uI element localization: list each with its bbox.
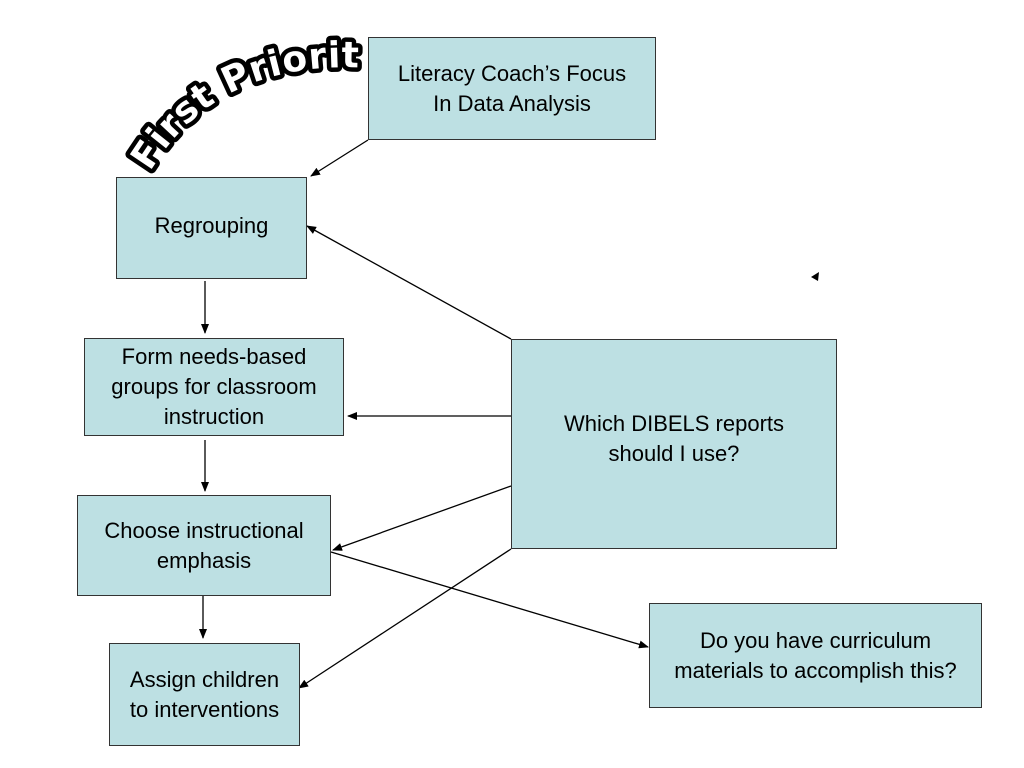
assign-children-box: Assign children to interventions [109, 643, 300, 746]
arrow-which-to-regrouping [306, 225, 512, 340]
arrow-focus-to-regrouping [310, 139, 369, 177]
curriculum-box: Do you have curriculum materials to acco… [649, 603, 982, 708]
assign-children-label: Assign children to interventions [129, 666, 280, 722]
form-groups-box: Form needs-based groups for classroom in… [84, 338, 344, 436]
first-priority-wordart: First Priority [0, 0, 360, 177]
form-groups-label: Form needs-based groups for classroom in… [111, 344, 317, 429]
which-reports-label: Which DIBELS reports should I use? [563, 411, 785, 466]
regrouping-box: Regrouping [116, 177, 307, 279]
curriculum-label: Do you have curriculum materials to acco… [674, 627, 957, 683]
choose-emphasis-label: Choose instructional emphasis [104, 517, 304, 573]
literacy-coach-focus-box: Literacy Coach’s Focus In Data Analysis [368, 37, 656, 140]
literacy-coach-focus-label: Literacy Coach’s Focus In Data Analysis [397, 60, 627, 116]
stray-arrowhead [811, 272, 819, 281]
arrow-which-to-assign [298, 548, 512, 689]
regrouping-label: Regrouping [154, 213, 269, 238]
arrow-which-to-choose [332, 485, 512, 551]
choose-emphasis-box: Choose instructional emphasis [77, 495, 331, 596]
first-priority-text: First Priority [0, 0, 364, 181]
arrow-choose-to-curriculum [330, 551, 649, 649]
which-reports-box: Which DIBELS reports should I use? [511, 339, 837, 549]
